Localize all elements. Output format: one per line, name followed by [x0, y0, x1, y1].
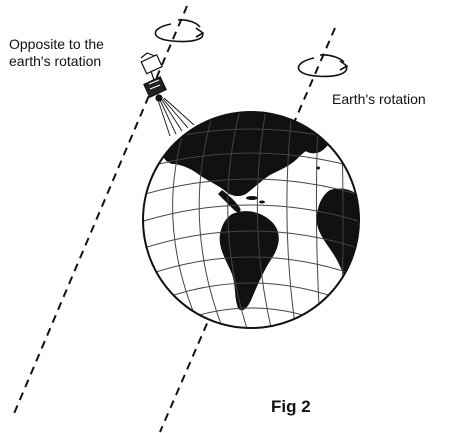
- south-america-landmass: [219, 211, 279, 311]
- earth-rotation-label: Earth's rotation: [332, 91, 426, 107]
- earth-rotation-arrow-icon: [297, 54, 349, 78]
- central-america-landmass: [218, 190, 241, 213]
- globe-outline: [142, 111, 360, 329]
- satellite-rotation-arrow-icon: [154, 19, 205, 43]
- satellite-rotation-label-line2: earth's rotation: [9, 53, 102, 69]
- caribbean-islands-2: [259, 200, 265, 204]
- figure-caption: Fig 2: [271, 397, 311, 416]
- satellite-icon: [140, 52, 195, 137]
- earth-axis-line: [159, 27, 336, 433]
- caribbean-islands: [246, 196, 258, 200]
- satellite-axis-line: [12, 5, 188, 417]
- globe-icon: [142, 111, 360, 329]
- satellite-rotation-label-line1: Opposite to the: [9, 36, 104, 52]
- satellite-rotation-label: Opposite to the earth's rotation: [9, 36, 104, 70]
